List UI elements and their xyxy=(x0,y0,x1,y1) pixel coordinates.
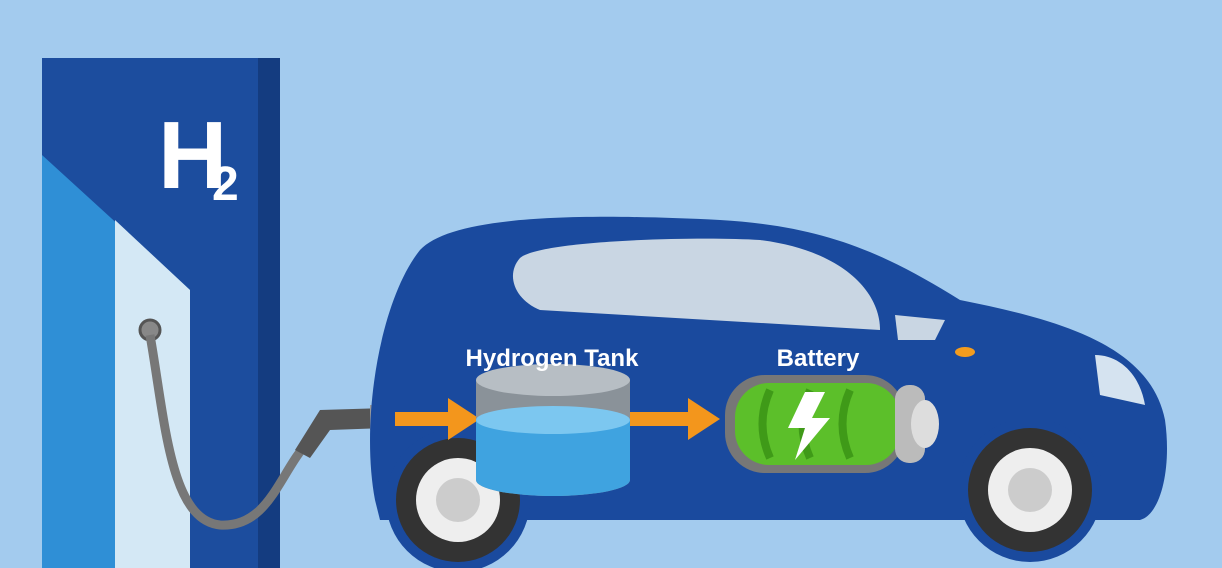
hose xyxy=(145,334,314,530)
lightning-icon xyxy=(788,392,830,460)
headlight xyxy=(1095,355,1145,405)
hydrogen-station: H 2 xyxy=(42,58,280,568)
front-wheel xyxy=(958,418,1102,562)
h2-symbol: H xyxy=(158,102,227,209)
tank-label: Hydrogen Tank xyxy=(466,345,640,372)
hydrogen-tank xyxy=(476,364,630,496)
h2-subscript: 2 xyxy=(212,158,239,211)
battery xyxy=(725,375,939,473)
car-window xyxy=(512,238,880,330)
battery-label: Battery xyxy=(777,345,860,372)
flow-arrows xyxy=(395,398,720,440)
